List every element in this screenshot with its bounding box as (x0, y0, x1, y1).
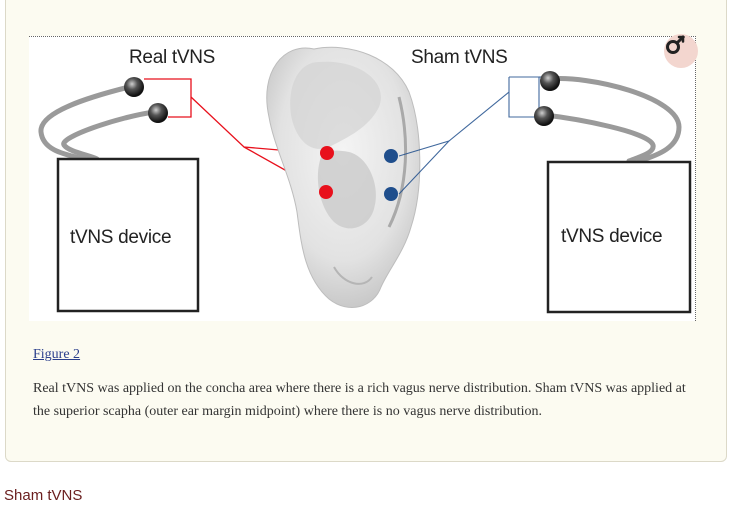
expand-figure-button[interactable] (664, 34, 698, 68)
sham-wires (398, 76, 541, 195)
device-left-label: tVNS device (70, 227, 172, 248)
sham-stim-point (384, 149, 398, 163)
electrode-icon (124, 77, 144, 97)
electrode-icon (534, 106, 554, 126)
section-heading: Sham tVNS (4, 487, 83, 504)
figure-caption: Real tVNS was applied on the concha area… (33, 381, 686, 419)
left-cables (38, 84, 157, 162)
figure-container: Real tVNS Sham tVNS tVNS device tVNS dev… (5, 0, 727, 462)
tvns-device-left (56, 157, 200, 313)
figure-image[interactable]: Real tVNS Sham tVNS tVNS device tVNS dev… (29, 34, 698, 321)
real-stim-point (319, 185, 333, 199)
real-stim-point (320, 146, 334, 160)
sham-stim-point (384, 187, 398, 201)
real-tvns-label: Real tVNS (129, 47, 216, 68)
magnify-icon (666, 35, 685, 54)
right-electrodes (534, 71, 560, 126)
tvns-diagram (38, 46, 692, 314)
tvns-device-right (546, 160, 692, 314)
right-cables (542, 76, 682, 164)
left-electrodes (124, 77, 168, 123)
sham-tvns-label: Sham tVNS (411, 47, 508, 68)
electrode-icon (540, 71, 560, 91)
device-right-label: tVNS device (561, 226, 663, 247)
ear-illustration (266, 46, 421, 308)
electrode-icon (148, 103, 168, 123)
figure-link[interactable]: Figure 2 (33, 347, 81, 362)
